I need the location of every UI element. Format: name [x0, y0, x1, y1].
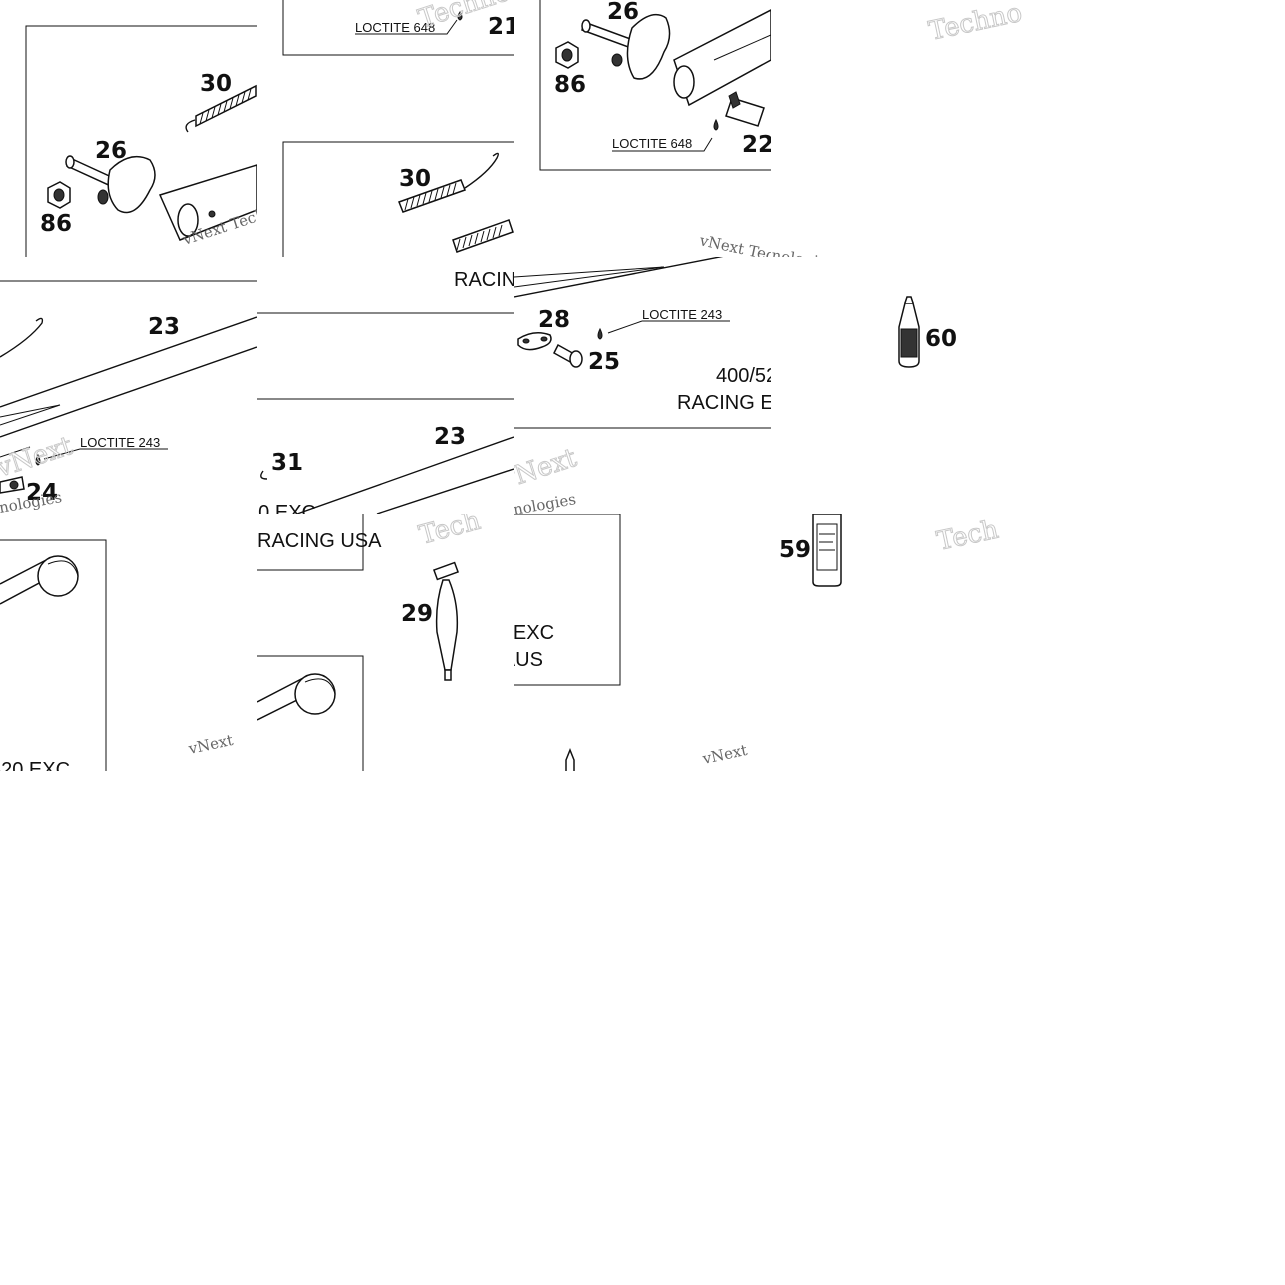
loctite-note: LOCTITE 648: [355, 20, 435, 35]
caption-racing: RACING USA: [257, 530, 382, 552]
diagram-tile-r2c1: RACING USA Tech 29: [257, 514, 514, 771]
stand-foot: [0, 555, 79, 605]
bolt-24: [0, 476, 25, 494]
watermark-nologies: nologies: [514, 490, 577, 514]
callout-frame-bottom: [257, 514, 364, 571]
watermark-next: vNext: [514, 443, 581, 496]
side-stand-23: [514, 257, 724, 298]
watermark-brand: vNext Technologies: [697, 231, 771, 257]
diagram-tile-r0c3: Techno nologies: [771, 0, 1028, 257]
callout-frame: [539, 0, 771, 171]
diagram-tile-r0c2: 26 86 LOCTITE 648 22 vNext Technologies: [514, 0, 771, 257]
label-60: 60: [925, 326, 957, 352]
callout-frame: [514, 514, 621, 686]
watermark-next: vNext: [186, 731, 235, 758]
label-21: 21: [488, 14, 514, 40]
diagram-tile-r1c3: 60: [771, 257, 1028, 514]
bolt-25: [553, 343, 583, 368]
watermark-tech: Tech: [416, 514, 484, 551]
label-30: 30: [399, 166, 431, 192]
diagram-tile-r1c0: 23 LOCTITE 243 24 vNext nologies: [0, 257, 257, 514]
callout-frame: [25, 25, 257, 257]
label-26: 26: [95, 138, 127, 164]
diagram-tile-r0c0: 30 26 86 vNext Technologies: [0, 0, 257, 257]
label-29: 29: [401, 601, 433, 627]
loctite-note: LOCTITE 648: [612, 136, 692, 151]
spring-hook: [0, 317, 44, 358]
watermark-nologies: nologies: [771, 246, 836, 257]
side-stand-23: [296, 436, 514, 514]
loctite-tube-60: [898, 296, 920, 368]
caption-model: 520 EXC: [514, 622, 554, 644]
caption-model: 400/520 EXC: [716, 365, 771, 387]
callout-frame: [257, 655, 364, 771]
watermark-next: vNext: [700, 741, 749, 768]
label-28: 28: [538, 307, 570, 333]
diagram-tile-r2c2: 520 EXC EU, AUS vNext: [514, 514, 771, 771]
caption-racing: EU, AUS: [514, 649, 543, 671]
watermark-tech: Techno: [926, 0, 1025, 47]
watermark-tech: Tech: [934, 515, 1001, 557]
caption-model: 520 EXC: [0, 759, 70, 771]
label-30: 30: [200, 71, 232, 97]
caption-racing: RACING EU, AUS: [677, 392, 771, 414]
label-24: 24: [26, 480, 58, 506]
callout-frame-top: [282, 0, 514, 56]
label-86: 86: [554, 72, 586, 98]
pivot-bolt-26: [581, 13, 671, 80]
caption-model: 400/520 EXC: [257, 502, 316, 514]
callout-frame: [282, 141, 514, 257]
wrench-29: [432, 561, 460, 681]
caption-racing: RACING USA: [454, 269, 514, 291]
label-31: 31: [271, 450, 303, 476]
diagram-tile-r2c3: 59 Tech: [771, 514, 1028, 771]
diagram-tile-r0c1: LOCTITE 648 21 Techno 30: [257, 0, 514, 257]
label-86: 86: [40, 211, 72, 237]
spring-30: [185, 84, 257, 133]
nut-86: [47, 181, 71, 209]
loctite-note: LOCTITE 243: [80, 435, 160, 450]
stand-tube: [673, 9, 771, 107]
valve-part: [565, 747, 575, 771]
watermark-next: vNext: [0, 431, 77, 484]
diagram-tile-r1c1: RACING USA 23 31 400/520 EXC: [257, 257, 514, 514]
bracket-28: [517, 332, 552, 351]
diagram-tile-r1c2: 28 25 LOCTITE 243 400/520 EXC RACING EU,…: [514, 257, 771, 514]
label-59: 59: [779, 537, 811, 563]
label-23: 23: [434, 424, 466, 450]
label-26: 26: [607, 0, 639, 25]
side-stand-23: [0, 316, 257, 458]
stand-foot: [257, 673, 336, 721]
stand-tube: [158, 164, 257, 241]
label-23: 23: [148, 314, 180, 340]
loctite-bottle-59: [812, 514, 842, 587]
nut-86: [555, 41, 579, 69]
callout-frame: [0, 539, 107, 771]
label-25: 25: [588, 349, 620, 375]
stop-bolt-22: [725, 91, 765, 127]
spring-30: [398, 152, 514, 253]
spring-hook: [260, 470, 268, 480]
diagram-tile-r2c0: 520 EXC vNext: [0, 514, 257, 771]
pivot-bolt-26: [65, 155, 156, 214]
label-22: 22: [742, 132, 771, 158]
loctite-note: LOCTITE 243: [642, 307, 722, 322]
